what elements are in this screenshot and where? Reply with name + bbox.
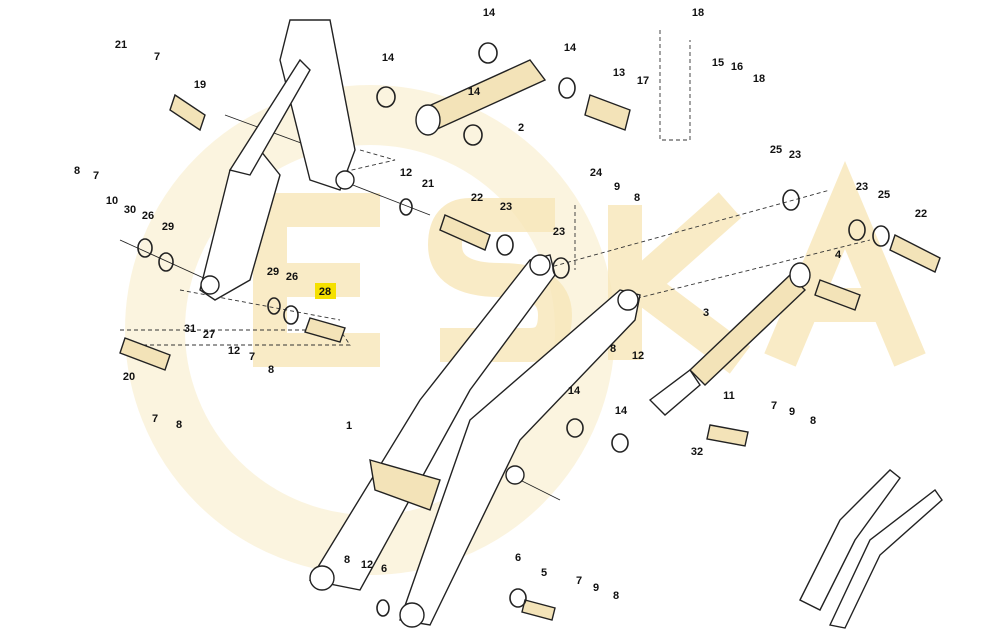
rings [137, 42, 890, 617]
callout-label: 29 [162, 221, 174, 233]
callout-label: 23 [789, 149, 801, 161]
callout-label: 7 [152, 413, 158, 425]
thumbnail-overview [799, 469, 943, 629]
callout-label: 26 [286, 271, 298, 283]
linkage-arm [199, 19, 356, 301]
callout-label: 3 [703, 307, 709, 319]
callout-label: 14 [483, 7, 496, 19]
callout-label: 14 [564, 42, 577, 54]
callout-label: 8 [176, 419, 182, 431]
callout-label: 25 [770, 144, 782, 156]
callout-label: 17 [637, 75, 649, 87]
callout-label: 12 [361, 559, 373, 571]
callout-label: 23 [553, 226, 565, 238]
callout-label: 23 [856, 181, 868, 193]
callout-label: 14 [568, 385, 581, 397]
callout-label: 8 [810, 415, 816, 427]
callout-label: 14 [615, 405, 628, 417]
callout-label: 8 [634, 192, 640, 204]
callout-label: 14 [468, 86, 481, 98]
hydraulic-cylinders [415, 59, 811, 416]
callout-label: 22 [471, 192, 483, 204]
callout-label: 12 [632, 350, 644, 362]
callout-label: 14 [382, 52, 395, 64]
callout-label: 1 [346, 420, 352, 432]
callout-label: 25 [878, 189, 890, 201]
callout-label: 21 [422, 178, 434, 190]
callout-label: 23 [500, 201, 512, 213]
callout-label: 10 [106, 195, 118, 207]
callout-label: 32 [691, 446, 703, 458]
callout-label: 6 [381, 563, 387, 575]
callout-label: 7 [771, 400, 777, 412]
boom-arm [308, 254, 641, 628]
callout-label: 30 [124, 204, 136, 216]
callout-label: 8 [344, 554, 350, 566]
callout-label: 6 [515, 552, 521, 564]
callout-label: 12 [228, 345, 240, 357]
callout-label: 31 [184, 323, 196, 335]
callout-label: 18 [692, 7, 704, 19]
highlight-part-28 [315, 283, 336, 299]
callout-label: 4 [835, 249, 842, 261]
callout-label: 12 [400, 167, 412, 179]
callout-label: 9 [593, 582, 599, 594]
callout-label: 7 [154, 51, 160, 63]
callout-label: 21 [115, 39, 127, 51]
callout-label: 13 [613, 67, 625, 79]
callout-label: 18 [753, 73, 765, 85]
callout-label: 20 [123, 371, 135, 383]
callout-label: 7 [93, 170, 99, 182]
callout-label: 11 [723, 390, 735, 402]
callout-label: 8 [74, 165, 80, 177]
callout-label: 8 [613, 590, 619, 602]
callout-label: 9 [789, 406, 795, 418]
callout-label: 24 [590, 167, 603, 179]
callout-label: 9 [614, 181, 620, 193]
callout-label: 26 [142, 210, 154, 222]
callout-label: 8 [610, 343, 616, 355]
callout-label: 15 [712, 57, 724, 69]
callout-label: 28 [319, 286, 331, 298]
callout-label: 7 [249, 351, 255, 363]
pins [119, 93, 941, 621]
callout-label: 16 [731, 61, 743, 73]
callout-label: 7 [576, 575, 582, 587]
callout-label: 22 [915, 208, 927, 220]
callout-label: 27 [203, 329, 215, 341]
callout-label: 2 [518, 122, 524, 134]
callout-label: 29 [267, 266, 279, 278]
callout-label: 8 [268, 364, 274, 376]
callout-label: 19 [194, 79, 206, 91]
callout-label: 5 [541, 567, 547, 579]
